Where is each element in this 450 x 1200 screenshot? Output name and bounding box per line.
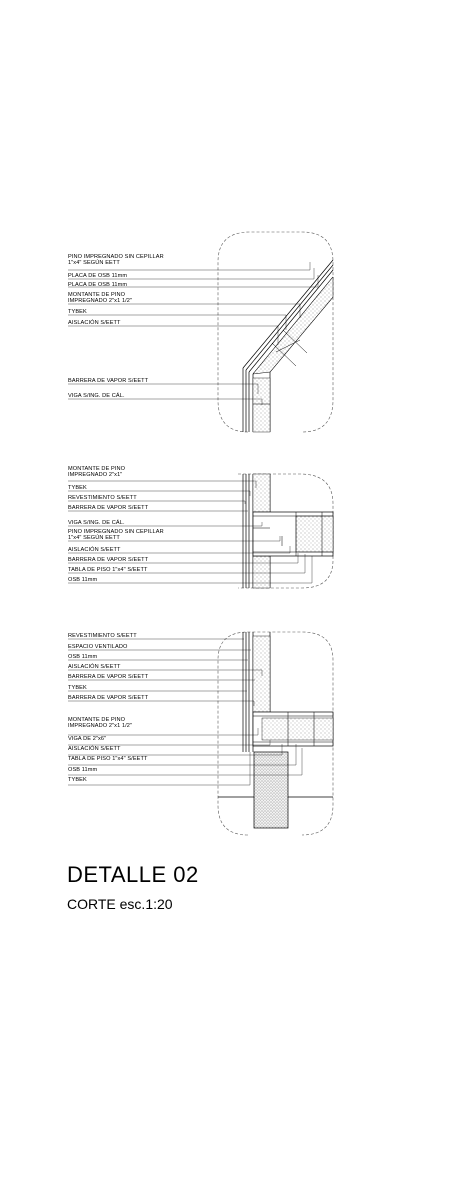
detail-crop-outline xyxy=(217,231,334,433)
label-espacio-ventilado: ESPACIO VENTILADO xyxy=(68,644,128,650)
foundation-pile xyxy=(253,751,289,829)
label-aislacion-2: AISLACIÓN S/EETT xyxy=(68,746,121,752)
foundation-detail xyxy=(68,631,334,836)
label-montante-pino: MONTANTE DE PINO IMPREGNADO 2"x1" xyxy=(68,466,126,479)
label-montante-pino: MONTANTE DE PINO IMPREGNADO 2"x1 1/2" xyxy=(68,292,133,305)
label-tybek: TYBEK xyxy=(68,685,87,691)
label-montante-pino: MONTANTE DE PINO IMPREGNADO 2"x1 1/2" xyxy=(68,717,133,730)
label-tybek: TYBEK xyxy=(68,485,87,491)
label-aislacion: AISLACIÓN S/EETT xyxy=(68,320,121,326)
label-revestimiento: REVESTIMIENTO S/EETT xyxy=(68,495,137,501)
drawing-subtitle: CORTE esc.1:20 xyxy=(67,896,173,912)
label-osb-2: OSB 11mm xyxy=(68,767,98,773)
label-barrera-vapor-2: BARRERA DE VAPOR S/EETT xyxy=(68,557,149,563)
label-osb: OSB 11mm xyxy=(68,577,98,583)
label-revestimiento: REVESTIMIENTO S/EETT xyxy=(68,633,137,639)
label-barrera-vapor-2: BARRERA DE VAPOR S/EETT xyxy=(68,695,149,701)
roof-insulation-fill xyxy=(252,276,334,375)
label-barrera-vapor: BARRERA DE VAPOR S/EETT xyxy=(68,505,149,511)
leader-lines xyxy=(68,480,313,584)
label-barrera-vapor: BARRERA DE VAPOR S/EETT xyxy=(68,378,149,384)
label-aislacion: AISLACIÓN S/EETT xyxy=(68,547,121,553)
roof-eave-detail xyxy=(68,231,334,433)
label-barrera-vapor: BARRERA DE VAPOR S/EETT xyxy=(68,674,149,680)
intermediate-floor-detail xyxy=(68,473,334,589)
detail-crop-outline xyxy=(217,631,334,836)
label-osb: OSB 11mm xyxy=(68,654,98,660)
label-tabla-piso: TABLA DE PISO 1"x4" S/EETT xyxy=(68,756,148,762)
label-pino-impregnado: PINO IMPREGNADO SIN CEPILLAR 1"x4" SEGÚN… xyxy=(68,254,164,267)
wall-insulation-fill xyxy=(252,377,271,433)
label-tybek: TYBEK xyxy=(68,309,87,315)
label-pino-impregnado: PINO IMPREGNADO SIN CEPILLAR 1"x4" SEGÚN… xyxy=(68,529,164,542)
leader-lines xyxy=(68,638,303,786)
label-viga: VIGA S/ING. DE CÁL. xyxy=(68,520,125,526)
label-tabla-piso: TABLA DE PISO 1"x4" S/EETT xyxy=(68,567,148,573)
label-aislacion: AISLACIÓN S/EETT xyxy=(68,664,121,670)
label-viga: VIGA DE 2"x6" xyxy=(68,736,107,742)
label-placa-osb-2: PLACA DE OSB 11mm xyxy=(68,282,128,288)
label-placa-osb: PLACA DE OSB 11mm xyxy=(68,273,128,279)
drawing-title: DETALLE 02 xyxy=(67,862,199,887)
leader-lines xyxy=(68,262,319,405)
roof-slope-layers xyxy=(242,259,334,375)
label-tybek-2: TYBEK xyxy=(68,777,87,783)
label-viga: VIGA S/ING. DE CÁL. xyxy=(68,393,125,399)
